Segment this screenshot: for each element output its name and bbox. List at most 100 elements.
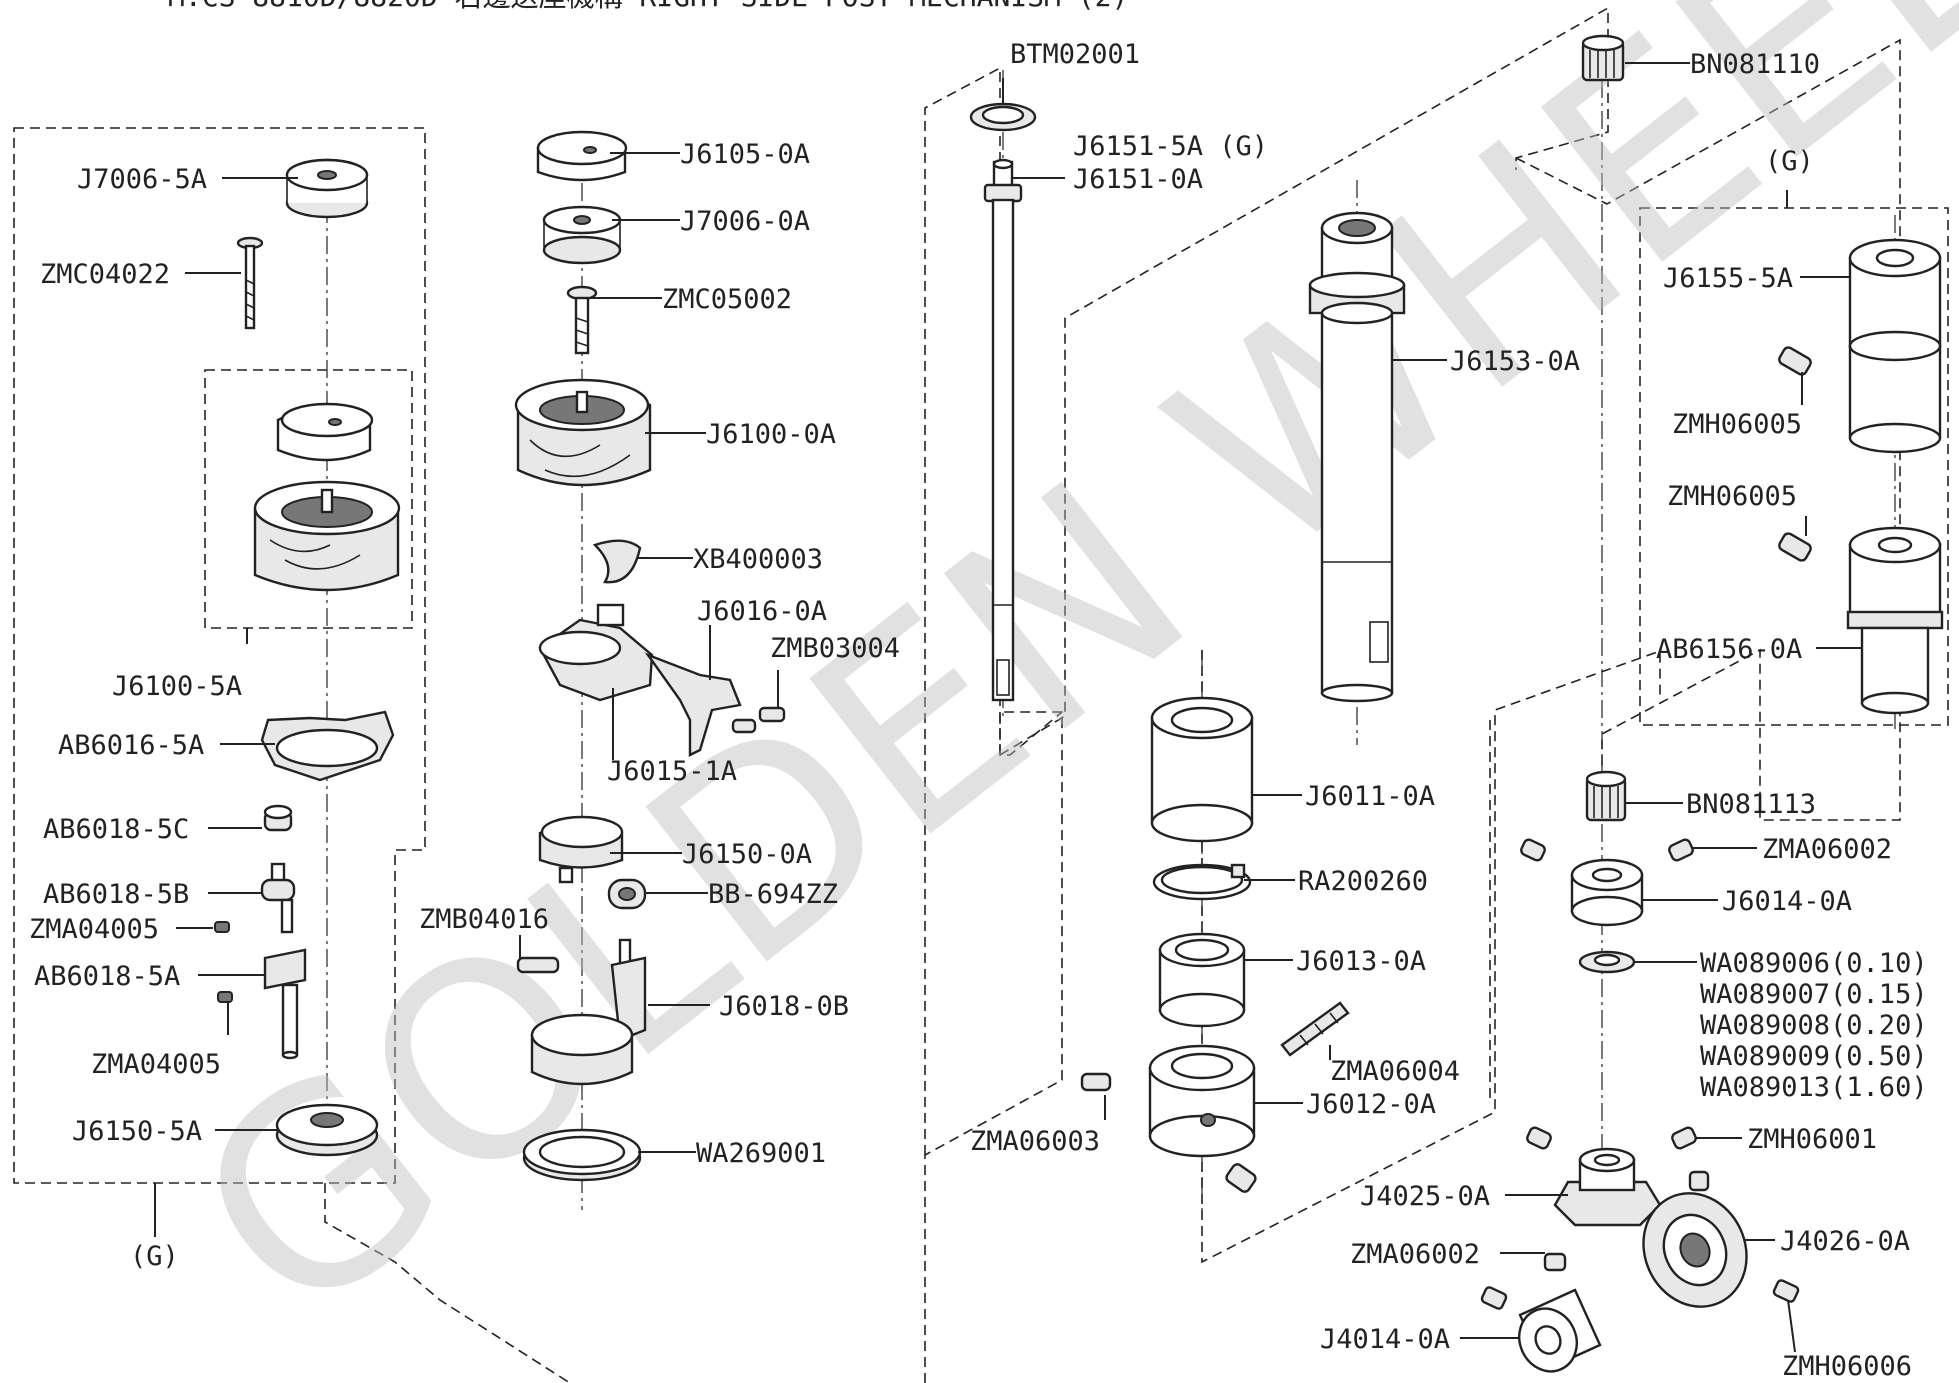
part-zmh06005-a <box>1778 346 1812 376</box>
label-bn081113: BN081113 <box>1686 789 1816 820</box>
part-ab6018-5b <box>260 862 296 934</box>
part-ab6018-5a <box>263 948 307 1060</box>
part-bn081110-bearing <box>1581 34 1625 82</box>
part-j6015-1a <box>538 603 654 702</box>
label-j6100-0a: J6100-0A <box>706 419 836 450</box>
label-ra200260: RA200260 <box>1298 866 1428 897</box>
part-j4025-0a-gear <box>1553 1147 1662 1227</box>
part-j6012-0a-clamp-collar <box>1148 1044 1256 1158</box>
part-j6018-0b <box>530 938 647 1086</box>
part-bb-694zz <box>607 878 647 910</box>
label-j6105-0a: J6105-0A <box>680 139 810 170</box>
part-zmb03004-screws <box>731 706 786 734</box>
part-wa089-washers <box>1578 950 1636 974</box>
label-wa089008: WA089008(0.20) <box>1700 1010 1928 1041</box>
part-j6011-0a-bushing <box>1150 696 1254 843</box>
label-zma06003: ZMA06003 <box>970 1126 1100 1157</box>
label-j7006-0a: J7006-0A <box>680 206 810 237</box>
label-ab6018-5b: AB6018-5B <box>43 879 189 910</box>
label-j6018-0b: J6018-0B <box>719 991 849 1022</box>
label-j4025-0a: J4025-0A <box>1360 1181 1490 1212</box>
part-ab6016-5a-ring <box>260 710 395 782</box>
part-zmb04016-screw <box>516 956 560 974</box>
label-zmh06006: ZMH06006 <box>1782 1351 1912 1382</box>
part-zma06002-b <box>1543 1252 1567 1272</box>
label-j4026-0a: J4026-0A <box>1780 1226 1910 1257</box>
part-zmc05002-screw <box>566 285 598 355</box>
label-ab6016-5a: AB6016-5A <box>58 730 204 761</box>
part-j7006-0a <box>542 205 622 265</box>
label-bb-694zz: BB-694ZZ <box>708 879 838 910</box>
part-j6014-0a <box>1570 858 1644 927</box>
label-j6013-0a: J6013-0A <box>1296 946 1426 977</box>
part-ab6018-5c <box>263 804 293 832</box>
label-zmh06005-a: ZMH06005 <box>1672 409 1802 440</box>
diagram-title: M.CS-8810D/8820D 右邊送座機構 RIGHT SIDE POST … <box>168 0 1128 13</box>
part-zma06002-a <box>1520 838 1694 862</box>
part-ab6156-0a <box>1846 526 1944 715</box>
part-j6013-0a-collar <box>1158 932 1246 1028</box>
label-wa089009: WA089009(0.50) <box>1700 1041 1928 1072</box>
label-zma04005-a: ZMA04005 <box>29 914 159 945</box>
part-j6155-5a <box>1848 238 1942 454</box>
label-wa089006: WA089006(0.10) <box>1700 948 1928 979</box>
part-zma04005-b <box>217 991 233 1003</box>
watermark: GOLDEN WHEEL <box>140 0 1959 1380</box>
label-ab6018-5c: AB6018-5C <box>43 814 189 845</box>
label-zmb04016: ZMB04016 <box>419 904 549 935</box>
label-wa089013: WA089013(1.60) <box>1700 1072 1928 1103</box>
part-j6153-0a-shaft <box>1308 211 1406 703</box>
label-wa269001: WA269001 <box>696 1138 826 1169</box>
part-j6100-5a-hook-assembly <box>253 402 401 592</box>
label-zma06002-a: ZMA06002 <box>1762 834 1892 865</box>
part-j4026-0a-bevel-gear <box>1642 1170 1748 1308</box>
part-j4014-0a-collar <box>1480 1286 1602 1373</box>
label-j6150-0a: J6150-0A <box>682 839 812 870</box>
part-j6151-0a-shaft <box>983 158 1023 702</box>
label-btm02001: BTM02001 <box>1010 39 1140 70</box>
label-xb400003: XB400003 <box>693 544 823 575</box>
part-zma04005-a <box>214 921 230 933</box>
part-j7006-5a-bobbin <box>285 158 369 219</box>
label-zma04005-b: ZMA04005 <box>91 1049 221 1080</box>
part-wa269001 <box>522 1128 642 1182</box>
label-wa089007: WA089007(0.15) <box>1700 979 1928 1010</box>
label-j6011-0a: J6011-0A <box>1305 781 1435 812</box>
part-xb400003 <box>592 539 642 584</box>
label-zma06002-b: ZMA06002 <box>1350 1239 1480 1270</box>
label-zmc04022: ZMC04022 <box>40 259 170 290</box>
label-group-g-right: (G) <box>1765 146 1814 177</box>
label-j6014-0a: J6014-0A <box>1722 886 1852 917</box>
part-zma06004-screw <box>1280 1001 1350 1057</box>
label-j6015-1a: J6015-1A <box>607 756 737 787</box>
label-zmh06005-b: ZMH06005 <box>1667 481 1797 512</box>
label-ab6156-0a: AB6156-0A <box>1656 634 1802 665</box>
part-zmh06006 <box>1772 1279 1800 1303</box>
label-j6151-0a: J6151-0A <box>1073 164 1203 195</box>
part-zmh06001-screws <box>1526 1126 1697 1150</box>
part-j6016-0a <box>644 652 742 757</box>
label-j6150-5a: J6150-5A <box>72 1116 202 1147</box>
part-j6100-0a-rotary-hook <box>514 378 652 487</box>
part-labels: BTM02001 J6151-5A (G) J6151-0A BN081110 … <box>29 39 1928 1382</box>
label-ab6018-5a: AB6018-5A <box>34 961 180 992</box>
part-j6150-0a <box>538 815 624 884</box>
label-group-g-left: (G) <box>130 1241 179 1272</box>
label-j6151-5a: J6151-5A (G) <box>1073 131 1268 162</box>
label-bn081110: BN081110 <box>1690 49 1820 80</box>
label-j6155-5a: J6155-5A <box>1663 263 1793 294</box>
label-j6100-5a: J6100-5A <box>112 671 242 702</box>
label-j4014-0a: J4014-0A <box>1320 1324 1450 1355</box>
part-bn081113-bearing <box>1585 770 1627 822</box>
leader-lines <box>154 62 1862 1353</box>
label-zmb03004: ZMB03004 <box>770 633 900 664</box>
part-zma06003-screws <box>1080 1072 1257 1193</box>
label-j6153-0a: J6153-0A <box>1450 346 1580 377</box>
label-j7006-5a: J7006-5A <box>77 164 207 195</box>
label-zmc05002: ZMC05002 <box>662 284 792 315</box>
label-j6016-0a: J6016-0A <box>697 596 827 627</box>
part-ra200260-retaining-ring <box>1152 863 1252 901</box>
label-zmh06001: ZMH06001 <box>1747 1124 1877 1155</box>
part-zmh06005-b <box>1778 532 1812 562</box>
